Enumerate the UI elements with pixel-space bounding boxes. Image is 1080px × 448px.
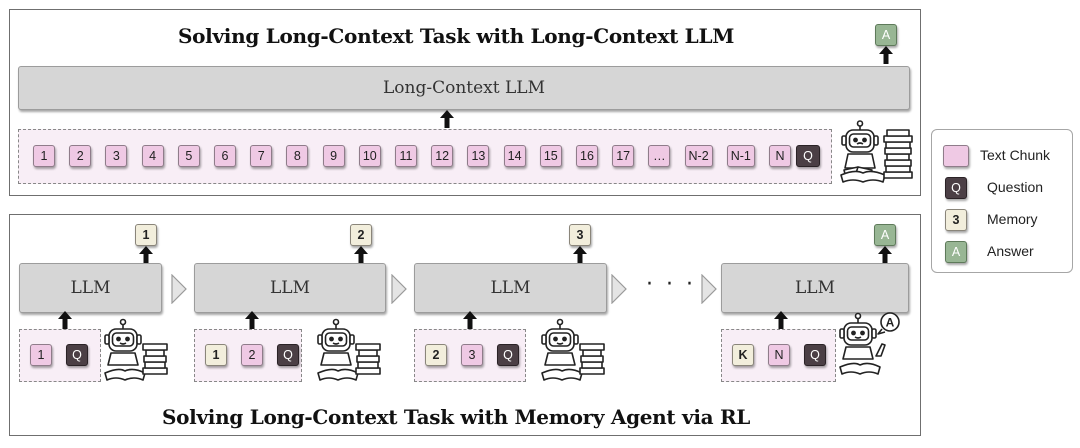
text-chunk: 11	[395, 145, 417, 167]
memory-output-token: 3	[569, 224, 591, 246]
question-token: Q	[66, 344, 88, 366]
text-chunk: 7	[250, 145, 273, 167]
memory-token: 2	[425, 344, 447, 366]
long-context-llm-box: Long-Context LLM	[18, 66, 910, 110]
input-arrow	[58, 311, 72, 329]
output-arrow	[354, 246, 368, 264]
text-chunk: N-2	[684, 145, 713, 167]
long-context-llm-label: Long-Context LLM	[383, 78, 545, 98]
bottom-title: Solving Long-Context Task with Memory Ag…	[162, 405, 751, 429]
step-chevron	[171, 274, 187, 304]
bottom-panel	[9, 214, 921, 436]
text-chunk: 14	[503, 145, 526, 167]
text-chunk: 15	[539, 145, 562, 167]
text-chunk: 10	[358, 145, 381, 167]
output-arrow	[878, 246, 892, 264]
legend-memory-swatch: 3	[945, 209, 967, 231]
legend-answer-label: Answer	[987, 243, 1034, 259]
llm-label: LLM	[70, 278, 111, 298]
step-chevron	[391, 274, 407, 304]
text-chunk: 13	[467, 145, 490, 167]
llm-box: LLM	[721, 263, 909, 313]
text-chunk: 3	[105, 145, 128, 167]
question-token: Q	[796, 145, 820, 167]
legend-chunk-swatch	[943, 145, 969, 167]
text-chunk: 2	[69, 145, 92, 167]
robot-answer-icon: A	[839, 312, 900, 375]
legend-chunk-label: Text Chunk	[980, 147, 1051, 163]
input-arrow	[774, 311, 788, 329]
text-chunk: 17	[612, 145, 635, 167]
legend-question-label: Question	[987, 179, 1044, 195]
text-chunk: 2	[241, 344, 263, 366]
llm-label: LLM	[795, 278, 835, 298]
text-chunk: 6	[214, 145, 236, 167]
memory-token: K	[732, 344, 754, 366]
llm-box: LLM	[19, 263, 162, 313]
legend-answer-swatch: A	[945, 241, 967, 263]
text-chunk: 9	[322, 145, 345, 167]
top-title: Solving Long-Context Task with Long-Cont…	[178, 24, 735, 48]
text-chunk: N-1	[726, 145, 755, 167]
memory-output-token: 1	[135, 224, 157, 246]
step-chevron	[611, 274, 627, 304]
question-token: Q	[804, 344, 826, 366]
text-chunk: 12	[431, 145, 454, 167]
question-token: Q	[497, 344, 519, 366]
llm-box: LLM	[194, 263, 386, 313]
top-answer-token: A	[875, 24, 897, 46]
output-arrow	[573, 246, 587, 264]
text-chunk: N	[769, 145, 791, 167]
svg-text:A: A	[886, 316, 895, 330]
robot-reading-icon	[541, 318, 605, 381]
robot-reading-icon	[104, 318, 168, 381]
answer-token: A	[874, 224, 896, 246]
ellipsis-dots: · · ·	[646, 272, 696, 297]
text-chunk: 3	[461, 344, 483, 366]
text-chunk: …	[648, 145, 671, 167]
top-answer-arrow	[879, 46, 893, 64]
step-chevron	[701, 274, 717, 304]
robot-reading-icon	[840, 120, 913, 183]
text-chunk: 8	[286, 145, 309, 167]
text-chunk: 4	[141, 145, 164, 167]
text-chunk: 5	[177, 145, 200, 167]
text-chunk: 1	[33, 145, 55, 167]
text-chunk: 16	[576, 145, 598, 167]
question-token: Q	[277, 344, 299, 366]
input-arrow	[463, 311, 477, 329]
input-arrow	[245, 311, 259, 329]
text-chunk: 1	[30, 344, 52, 366]
text-chunk: N	[768, 344, 790, 366]
llm-box: LLM	[414, 263, 607, 313]
memory-token: 1	[205, 344, 227, 366]
top-input-arrow	[440, 110, 454, 128]
legend-memory-label: Memory	[987, 211, 1038, 227]
robot-reading-icon	[317, 318, 381, 381]
llm-label: LLM	[490, 278, 531, 298]
legend-question-swatch: Q	[945, 177, 967, 199]
memory-output-token: 2	[350, 224, 372, 246]
llm-label: LLM	[270, 278, 310, 298]
output-arrow	[139, 246, 153, 264]
